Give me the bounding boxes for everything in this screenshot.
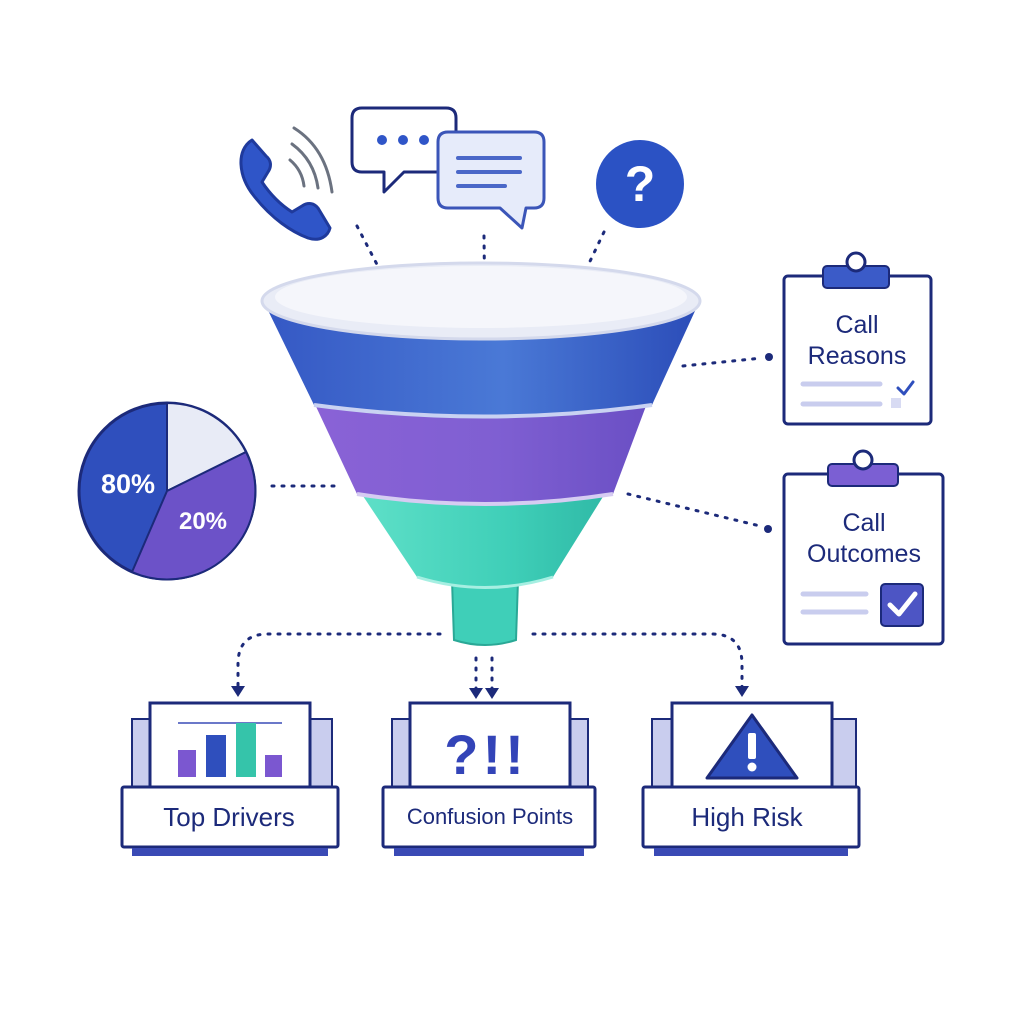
output-connectors <box>236 632 744 692</box>
chat-bubble-dots-icon <box>350 106 458 194</box>
phone-icon <box>239 126 334 241</box>
call-reasons-connector <box>681 353 773 368</box>
high-risk-label: High Risk <box>691 802 803 832</box>
connector-arrowheads <box>231 686 749 699</box>
check-icon <box>896 380 915 396</box>
svg-text:?: ? <box>625 156 656 212</box>
bar-chart-icon <box>178 722 282 777</box>
pie-chart-icon: 80% 20% <box>77 401 257 581</box>
pie-label-80: 80% <box>101 469 155 499</box>
output-card-high-risk: High Risk <box>641 701 861 856</box>
confusion-points-label: Confusion Points <box>407 804 573 829</box>
top-drivers-label: Top Drivers <box>163 802 294 832</box>
clipboard-call-reasons: Call Reasons <box>782 251 933 426</box>
output-card-confusion-points: ?!! Confusion Points <box>381 701 597 856</box>
question-exclamation-icon: ?!! <box>444 723 528 786</box>
call-outcomes-line2: Outcomes <box>807 540 921 568</box>
call-reasons-line2: Reasons <box>808 342 907 370</box>
funnel-icon <box>260 261 702 646</box>
call-outcomes-line1: Call <box>842 509 885 537</box>
checkbox-icon <box>880 583 924 627</box>
call-outcomes-connector <box>626 492 772 533</box>
pie-label-20: 20% <box>179 508 227 535</box>
question-icon: ? <box>596 140 684 228</box>
warning-triangle-icon <box>705 713 799 780</box>
output-card-top-drivers: Top Drivers <box>120 701 340 856</box>
chat-bubble-lines-icon <box>436 130 546 230</box>
clipboard-call-outcomes: Call Outcomes <box>782 449 945 646</box>
call-reasons-line1: Call <box>835 311 878 339</box>
